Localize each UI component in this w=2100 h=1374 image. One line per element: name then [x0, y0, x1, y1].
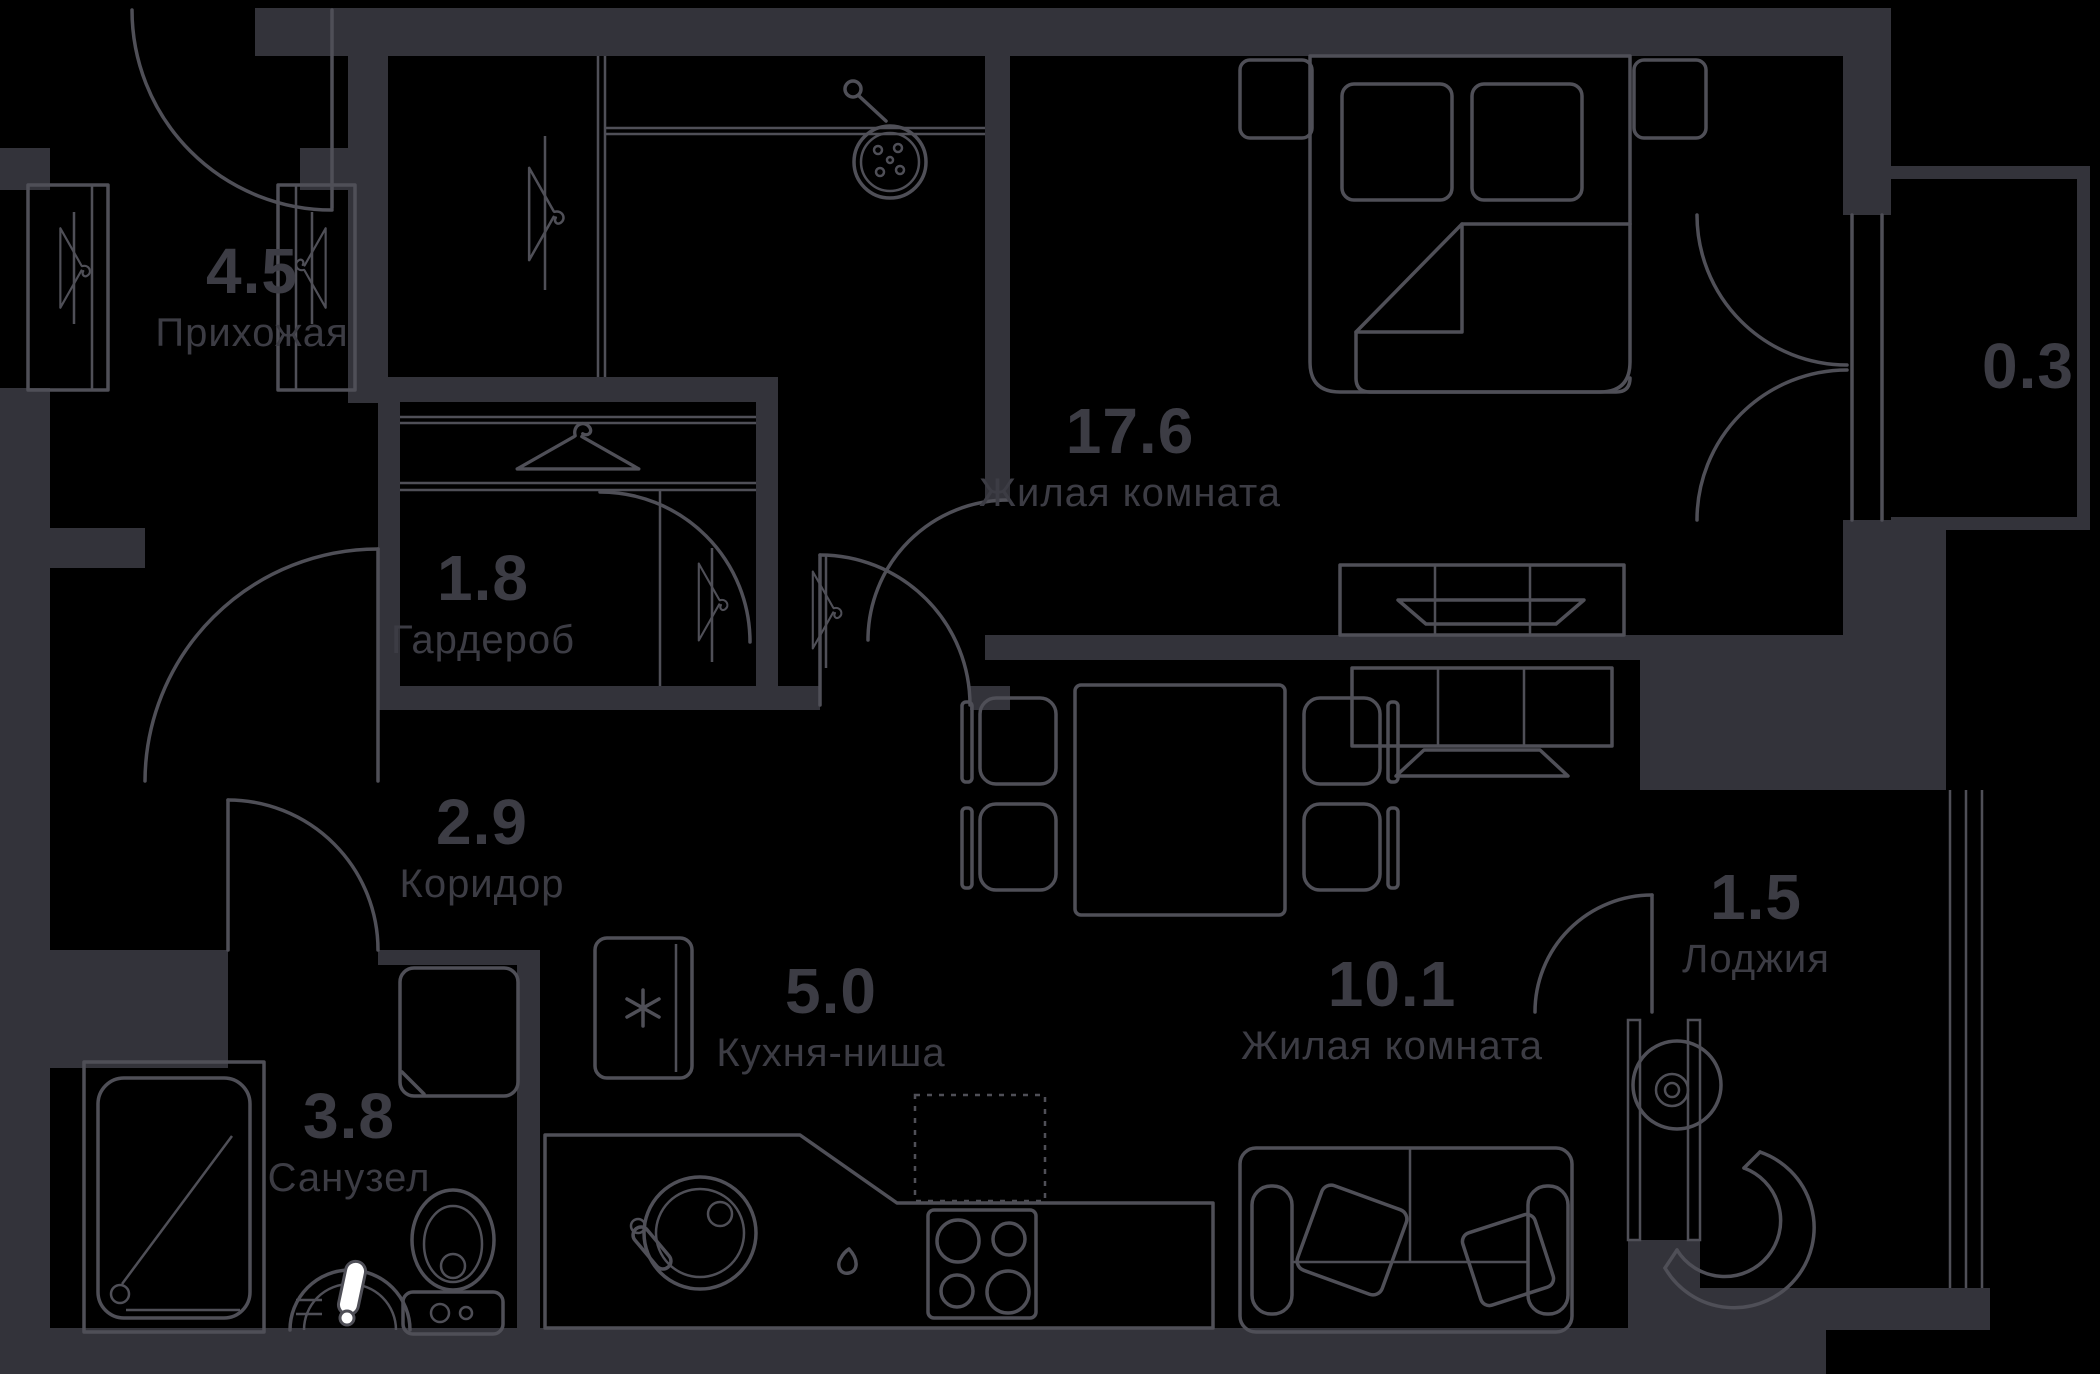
washing-machine-icon	[398, 966, 520, 1098]
wardrobe-room	[400, 415, 756, 686]
balcony-french-doors	[1695, 213, 1884, 522]
pillow	[1340, 82, 1454, 202]
entrance-door	[130, 8, 334, 212]
room-label-loggia: 1.5 Лоджия	[1682, 865, 1830, 979]
pillow	[1470, 82, 1584, 202]
pedestal-sink-icon	[288, 1259, 412, 1332]
wall-hook-icon	[843, 79, 888, 123]
sofa-pillow	[1295, 1183, 1409, 1297]
room-area: 4.5	[206, 235, 298, 307]
bathroom-door	[226, 798, 380, 952]
room-name: Санузел	[267, 1156, 431, 1200]
tv-console-living	[1350, 666, 1614, 778]
room-area: 1.5	[1710, 861, 1802, 933]
blanket	[1354, 222, 1632, 394]
dining-chair	[960, 696, 1058, 786]
room-label-kitchen: 5.0 Кухня-ниша	[716, 959, 945, 1073]
white-faucet-icon	[336, 1259, 368, 1327]
room-area: 17.6	[1065, 395, 1195, 467]
loggia-armchair-icon	[1663, 1150, 1816, 1310]
room-name: Кухня-ниша	[716, 1031, 946, 1075]
tv-icon	[1394, 748, 1570, 778]
loggia-table-icon	[1631, 1039, 1723, 1131]
nightstand-right	[1632, 58, 1708, 140]
dining-chair	[960, 802, 1058, 892]
tv-icon	[1396, 598, 1586, 626]
passage-closet	[811, 556, 843, 668]
snowflake-icon	[625, 988, 661, 1028]
room-name: Лоджия	[1682, 937, 1830, 981]
kitchen-sink-icon	[629, 1175, 758, 1291]
balcony-railing	[1891, 166, 2090, 530]
room-area: 3.8	[303, 1080, 395, 1152]
kitchen-counter	[543, 1133, 1215, 1330]
room-name: Прихожая	[155, 311, 349, 355]
room-label-bedroom: 17.6 Жилая комната	[979, 399, 1281, 513]
kitchen	[543, 936, 1215, 1330]
nightstand-left	[1238, 58, 1314, 140]
hallway-closet-right	[276, 183, 357, 392]
loggia-door	[1533, 893, 1654, 1014]
room-label-balcony: 0.3	[1982, 334, 2074, 398]
walls	[0, 8, 2090, 1374]
room-label-hallway: 4.5 Прихожая	[155, 239, 348, 353]
counter-knob-icon	[837, 1247, 858, 1275]
room-label-corridor: 2.9 Коридор	[400, 790, 565, 904]
tv-console-bedroom	[1338, 563, 1626, 637]
double-bed	[1308, 54, 1632, 394]
room-area: 0.3	[1982, 330, 2074, 402]
room-area: 2.9	[436, 786, 528, 858]
sofa	[1238, 1146, 1574, 1334]
room-name: Жилая комната	[979, 471, 1281, 515]
room-label-living: 10.1 Жилая комната	[1241, 952, 1543, 1066]
dining-chair	[1302, 802, 1400, 892]
loggia-glazing	[1948, 790, 1984, 1288]
mirror-icon	[852, 124, 928, 200]
dressing-area	[527, 56, 985, 377]
dining-table	[1073, 683, 1287, 917]
doors-and-windows	[130, 8, 1984, 1288]
toilet-icon	[401, 1188, 505, 1336]
wardrobe-hanger-icon	[515, 421, 641, 471]
room-area: 5.0	[785, 955, 877, 1027]
hallway-closet-left	[26, 183, 110, 392]
room-name: Гардероб	[391, 618, 575, 662]
wardrobe-hanger-icon	[527, 166, 565, 262]
room-name: Коридор	[399, 862, 565, 906]
bathtub-icon	[82, 1060, 266, 1334]
bathroom	[82, 966, 520, 1336]
kitchen-door	[818, 553, 972, 707]
stove-icon	[926, 1208, 1038, 1320]
sofa-pillow	[1460, 1212, 1556, 1308]
appliance-slot	[913, 1093, 1047, 1203]
room-17-door	[866, 498, 1010, 642]
loggia	[1631, 1039, 1816, 1310]
dining-chair	[1302, 696, 1400, 786]
room-area: 1.8	[437, 542, 529, 614]
room-label-wardrobe: 1.8 Гардероб	[391, 546, 575, 660]
dining-table-set	[960, 683, 1400, 917]
room-area: 10.1	[1327, 948, 1457, 1020]
wardrobe-door	[598, 490, 752, 644]
loggia-window-frame	[1626, 1018, 1702, 1242]
fridge-icon	[593, 936, 694, 1080]
room-name: Жилая комната	[1241, 1024, 1543, 1068]
room-label-bathroom: 3.8 Санузел	[268, 1084, 431, 1198]
corridor-door	[143, 547, 380, 783]
